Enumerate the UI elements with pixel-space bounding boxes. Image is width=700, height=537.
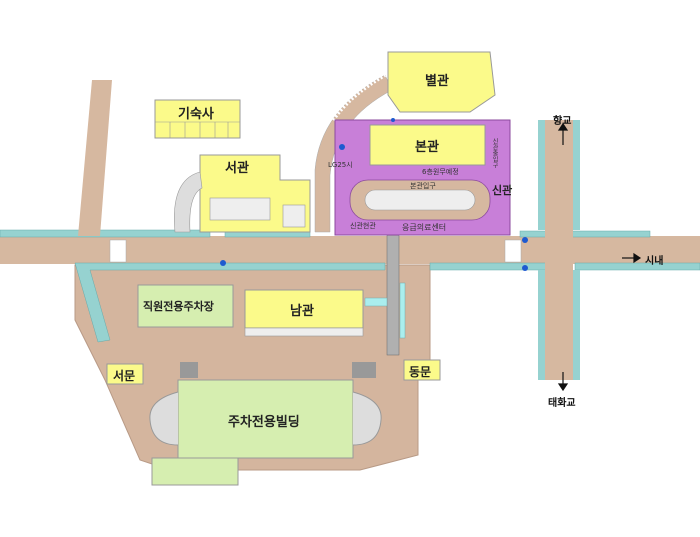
- sidewalk-bottom-west: [74, 262, 386, 343]
- curve-steps: [331, 73, 386, 122]
- label-namgwan: 남관: [290, 304, 314, 319]
- parking-annex: [151, 457, 239, 486]
- parking-ramp-west: [149, 391, 179, 446]
- label-main-entrance: 본관입구: [410, 182, 436, 190]
- ns-sidewalk-w: [538, 120, 545, 230]
- ns-sidewalk-e2: [573, 270, 580, 380]
- ns-sidewalk-e: [573, 120, 580, 230]
- seogwan-stairs: [174, 171, 203, 233]
- staff-parking-lot: [137, 284, 234, 328]
- side-ramp: [399, 282, 406, 339]
- label-parking-building: 주차전용빌딩: [228, 415, 300, 430]
- main-road: [0, 236, 700, 264]
- crosswalk-east: [504, 239, 522, 263]
- pins: [220, 118, 528, 271]
- label-gisuksa: 기숙사: [178, 107, 214, 122]
- byeolgwan-building: [387, 51, 496, 113]
- label-seogwan: 서관: [225, 161, 249, 176]
- ns-road-east: [545, 120, 573, 380]
- label-new-entrance: 신관현관: [350, 222, 376, 230]
- label-east: 시내: [645, 256, 664, 267]
- sidewalk-top-west: [0, 229, 211, 238]
- parking-ramp-east: [352, 391, 382, 446]
- sidewalk-bottom-east: [429, 262, 551, 271]
- crosswalk-west: [109, 239, 127, 263]
- gate-bar-west: [180, 362, 198, 378]
- label-east-gate: 동문: [409, 365, 432, 379]
- inner-island: [364, 189, 476, 211]
- label-south: 태화교: [548, 398, 576, 409]
- gisuksa-building: [154, 99, 241, 139]
- bongwan-building: [369, 124, 486, 166]
- parking-building: [177, 379, 354, 459]
- label-lg25: LG25시: [328, 161, 353, 169]
- gate-bar-east: [352, 362, 376, 378]
- label-singwan-entrance: 신관출입구: [491, 138, 498, 168]
- label-bank: 6층원무예정: [422, 168, 459, 176]
- sidewalk-top-east: [519, 230, 651, 238]
- label-west-gate: 서문: [113, 369, 136, 383]
- east-gate-box: [403, 359, 441, 381]
- label-north: 향교: [553, 116, 572, 127]
- label-singwan: 신관: [492, 184, 513, 197]
- sidewalk-bottom-east2: [574, 262, 700, 271]
- skybridge: [364, 297, 388, 307]
- label-staff-parking: 직원전용주차장: [143, 300, 214, 313]
- west-gate-box: [106, 363, 144, 385]
- label-byeolgwan: 별관: [425, 74, 449, 89]
- ns-sidewalk-w2: [538, 270, 545, 380]
- nw-road: [78, 80, 112, 236]
- label-emergency: 응급의료센터: [402, 223, 447, 232]
- ladder-walkway: [386, 234, 400, 356]
- label-bongwan: 본관: [415, 140, 439, 155]
